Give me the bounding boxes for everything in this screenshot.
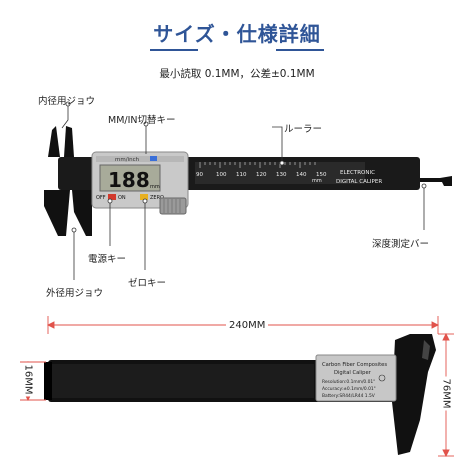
power-key bbox=[108, 194, 116, 200]
back-label-line-4: Accuracy:±0.1mm/0.01" bbox=[322, 386, 376, 392]
inner-jaw-sliding bbox=[64, 126, 74, 157]
depth-bar-tail bbox=[410, 178, 450, 182]
zero-label: ZERO bbox=[150, 195, 164, 201]
back-label-line-2: Digital Caliper bbox=[334, 370, 372, 376]
off-label: OFF bbox=[96, 195, 106, 201]
inner-jaw-leader bbox=[61, 104, 69, 129]
outer-jaw-sliding bbox=[72, 190, 96, 236]
outer-jaw-fixed bbox=[44, 190, 70, 236]
width-dimension-label: 16MM bbox=[22, 362, 34, 397]
zero-key-label: ゼロキー bbox=[128, 278, 167, 289]
scale-tick-label: 90 bbox=[196, 172, 203, 178]
scale-unit-label: mm bbox=[312, 178, 322, 184]
page-title: サイズ・仕様詳細 bbox=[153, 22, 321, 46]
scale-ticks bbox=[199, 162, 316, 168]
power-key-label: 電源キー bbox=[88, 254, 127, 265]
mm-in-key-label: MM/IN切替キー bbox=[108, 115, 176, 126]
scale-tick-label: 110 bbox=[236, 172, 247, 178]
brand-line-1: ELECTRONIC bbox=[340, 170, 375, 176]
scale-tick-label: 140 bbox=[296, 172, 307, 178]
scale-tick-label: 150 bbox=[316, 172, 327, 178]
back-jaw bbox=[392, 334, 436, 455]
brand-line-2: DIGITAL CALIPER bbox=[336, 179, 382, 185]
mm-inch-label: mm/inch bbox=[115, 157, 140, 163]
lcd-unit: mm bbox=[150, 184, 160, 190]
depth-bar-label: 深度測定バー bbox=[372, 239, 430, 250]
back-label-line-3: Resolution:0.1mm/0.01" bbox=[322, 379, 375, 385]
lcd-screen bbox=[99, 164, 161, 192]
ruler-label: ルーラー bbox=[284, 124, 323, 135]
scale-tick-label: 100 bbox=[216, 172, 227, 178]
height-dimension-label: 76MM bbox=[440, 376, 452, 411]
back-label-plate bbox=[315, 354, 397, 402]
lcd-reading: 188 bbox=[108, 168, 150, 192]
inner-jaw-label: 内径用ジョウ bbox=[38, 96, 96, 107]
back-label-line-1: Carbon Fiber Composites bbox=[322, 362, 387, 368]
length-dimension-label: 240MM bbox=[226, 320, 269, 331]
inner-jaw-fixed bbox=[48, 126, 60, 157]
scale-tick-label: 120 bbox=[256, 172, 267, 178]
outer-jaw-label: 外径用ジョウ bbox=[46, 288, 104, 299]
thumb-roller bbox=[159, 197, 187, 215]
spec-text: 最小読取 0.1MM，公差±0.1MM bbox=[159, 68, 315, 80]
scale-tick-label: 130 bbox=[276, 172, 287, 178]
ce-mark bbox=[378, 374, 386, 382]
mm-in-key bbox=[150, 156, 157, 161]
ruler-leader bbox=[272, 126, 283, 163]
on-label: ON bbox=[118, 195, 126, 201]
back-label-line-5: Battery:SR44/LR44 1.5V bbox=[322, 393, 375, 399]
zero-key bbox=[140, 194, 148, 200]
